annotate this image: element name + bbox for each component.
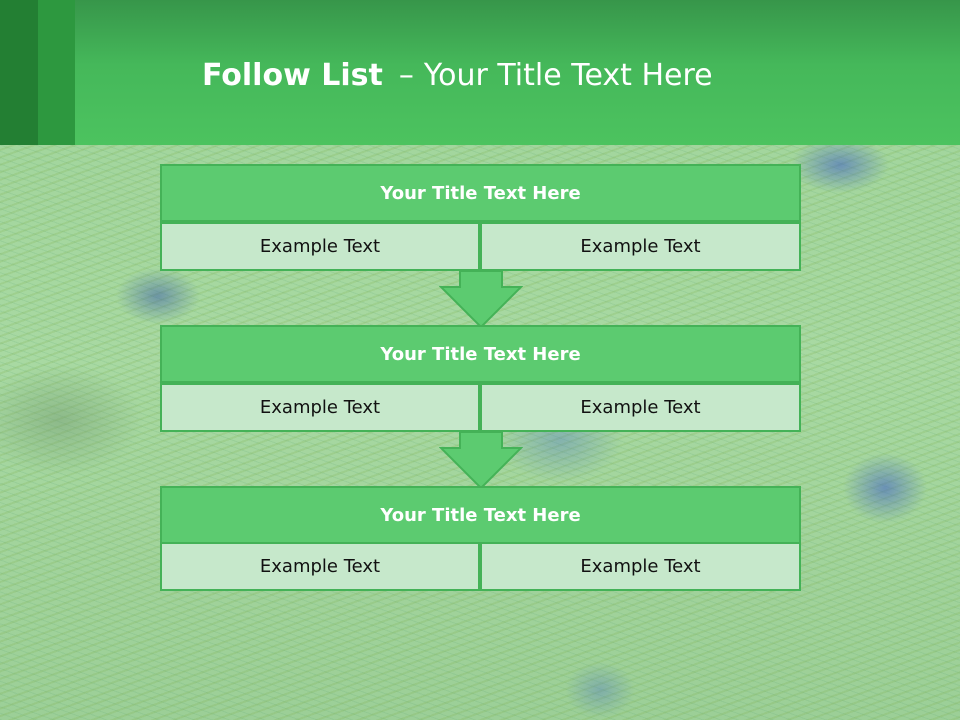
- slide-title: Follow List–Your Title Text Here: [202, 54, 713, 98]
- header-accent-dark: [0, 0, 38, 145]
- block-title: Your Title Text Here: [160, 164, 801, 222]
- down-arrow-icon: [439, 270, 523, 328]
- follow-list-block-2: Your Title Text Here Example Text Exampl…: [160, 325, 801, 433]
- block-cell-right: Example Text: [480, 542, 801, 591]
- block-cell-left: Example Text: [160, 542, 480, 591]
- slide-title-separator: –: [398, 58, 414, 93]
- follow-list-block-3: Your Title Text Here Example Text Exampl…: [160, 486, 801, 592]
- block-cell-right: Example Text: [480, 222, 801, 271]
- block-title: Your Title Text Here: [160, 325, 801, 383]
- slide-title-rest: Your Title Text Here: [423, 58, 713, 93]
- slide-title-bold: Follow List: [202, 58, 383, 93]
- block-cell-left: Example Text: [160, 222, 480, 271]
- title-bar: [0, 0, 960, 145]
- header-accent-mid: [38, 0, 75, 145]
- follow-list-block-1: Your Title Text Here Example Text Exampl…: [160, 164, 801, 272]
- down-arrow-icon: [439, 431, 523, 489]
- block-title: Your Title Text Here: [160, 486, 801, 544]
- block-cell-right: Example Text: [480, 383, 801, 432]
- block-cell-left: Example Text: [160, 383, 480, 432]
